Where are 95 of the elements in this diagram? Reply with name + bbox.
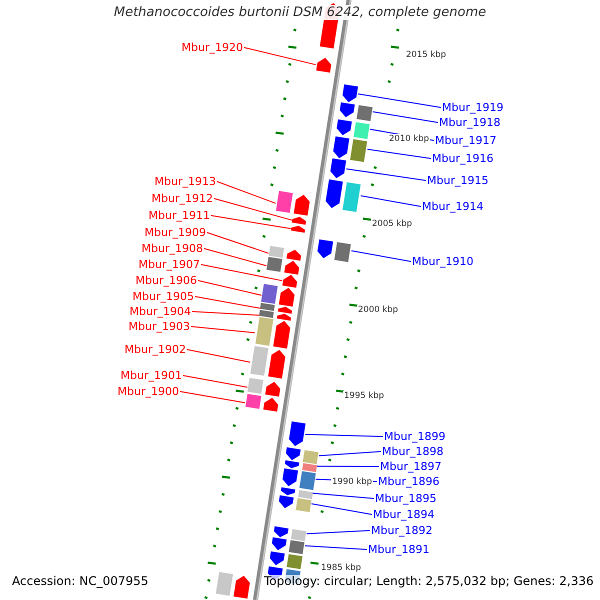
gene-label: Mbur_1903 bbox=[128, 320, 190, 333]
gene-marker bbox=[259, 310, 292, 321]
leader-line bbox=[190, 326, 256, 334]
leader-line bbox=[206, 232, 270, 254]
gene-marker bbox=[247, 378, 282, 397]
gene-label: Mbur_1916 bbox=[432, 152, 494, 165]
gene-label: Mbur_1908 bbox=[142, 242, 203, 255]
leader-line bbox=[310, 503, 372, 515]
leader-line bbox=[312, 492, 374, 499]
gene-label: Mbur_1896 bbox=[378, 475, 440, 488]
gene-label: Mbur_1909 bbox=[144, 226, 206, 239]
gene-label: Mbur_1917 bbox=[435, 134, 496, 147]
gene-marker bbox=[284, 460, 317, 472]
gene-marker bbox=[336, 119, 370, 140]
gene-marker bbox=[282, 274, 298, 288]
gene-label: Mbur_1891 bbox=[368, 543, 430, 556]
gene-marker bbox=[254, 316, 291, 349]
gene-label: Mbur_1899 bbox=[384, 430, 446, 443]
gene-label: Mbur_1918 bbox=[439, 116, 500, 129]
leader-line bbox=[210, 215, 292, 230]
leader-line bbox=[346, 168, 426, 181]
gene-marker bbox=[341, 84, 358, 104]
leader-line bbox=[214, 198, 292, 221]
leader-line bbox=[186, 349, 251, 363]
gene-marker bbox=[216, 572, 251, 599]
leader-line bbox=[318, 451, 382, 456]
leader-line bbox=[316, 466, 380, 467]
gene-label: Mbur_1914 bbox=[422, 200, 484, 213]
gene-label: Mbur_1902 bbox=[124, 343, 186, 356]
gene-marker bbox=[266, 256, 300, 275]
gene-marker bbox=[316, 239, 352, 262]
leader-line bbox=[357, 93, 442, 108]
leader-line bbox=[198, 280, 262, 296]
gene-label: Mbur_1912 bbox=[152, 192, 213, 205]
gene-marker bbox=[332, 136, 368, 162]
leader-line bbox=[200, 264, 283, 282]
gene-marker bbox=[278, 495, 312, 512]
gene-marker bbox=[273, 526, 307, 542]
leader-line bbox=[306, 530, 370, 534]
gene-marker bbox=[261, 284, 296, 307]
gene-label: Mbur_1897 bbox=[380, 460, 442, 473]
leader-line bbox=[204, 248, 267, 266]
gene-marker bbox=[260, 302, 293, 314]
leader-line bbox=[366, 148, 432, 159]
gene-marker bbox=[338, 102, 373, 122]
scale-label: 1990 kbp bbox=[331, 477, 374, 487]
leader-line bbox=[372, 111, 438, 123]
leader-line bbox=[216, 181, 276, 204]
scale-label: 2005 kbp bbox=[371, 219, 414, 229]
gene-label: Mbur_1901 bbox=[120, 369, 182, 382]
gene-marker bbox=[324, 179, 361, 212]
leader-line bbox=[360, 195, 422, 207]
gene-label: Mbur_1906 bbox=[136, 274, 197, 287]
gene-label: Mbur_1920 bbox=[182, 41, 243, 54]
gene-marker bbox=[285, 447, 319, 464]
gene-label: Mbur_1910 bbox=[412, 255, 474, 268]
gene-label: Mbur_1900 bbox=[118, 385, 179, 398]
scale-label: 2010 kbp bbox=[388, 134, 430, 144]
leader-line bbox=[304, 434, 384, 437]
leader-line bbox=[194, 296, 261, 309]
gene-marker bbox=[276, 190, 310, 216]
gene-marker bbox=[290, 224, 306, 233]
gene-label: Mbur_1907 bbox=[138, 258, 200, 271]
gene-label: Mbur_1892 bbox=[371, 524, 432, 537]
scale-label: 1985 kbp bbox=[320, 563, 362, 573]
gene-label: Mbur_1915 bbox=[427, 174, 488, 187]
gene-marker bbox=[316, 56, 332, 73]
footer-text: Topology: circular; Length: 2,575,032 bp; Genes: 2,336 bbox=[262, 575, 596, 588]
gene-marker bbox=[245, 394, 279, 412]
leader-line bbox=[182, 375, 248, 388]
diagram-title: Methanococcoides burtonii DSM 6242, complete genome bbox=[114, 5, 486, 20]
gene-marker bbox=[280, 487, 313, 500]
leader-line bbox=[244, 47, 316, 66]
gene-marker bbox=[250, 346, 286, 379]
gene-marker bbox=[281, 468, 316, 490]
leader-line bbox=[180, 391, 246, 404]
gene-label: Mbur_1895 bbox=[375, 492, 436, 505]
gene-marker bbox=[269, 551, 303, 570]
leader-line bbox=[304, 545, 368, 550]
scale-label: 2015 kbp bbox=[405, 50, 448, 60]
gene-label: Mbur_1913 bbox=[154, 175, 216, 188]
scale-label: 2000 kbp bbox=[357, 305, 400, 315]
gene-marker bbox=[271, 537, 305, 554]
footer-text: Accession: NC_007955 bbox=[10, 575, 150, 588]
gene-marker bbox=[329, 158, 346, 180]
gene-label: Mbur_1919 bbox=[442, 101, 504, 114]
gene-label: Mbur_1904 bbox=[130, 305, 191, 318]
leader-line bbox=[350, 250, 412, 262]
gene-marker bbox=[268, 246, 302, 261]
gene-label: Mbur_1911 bbox=[148, 209, 210, 222]
gene-label: Mbur_1898 bbox=[382, 445, 444, 458]
leader-line bbox=[192, 311, 260, 316]
scale-label: 1995 kbp bbox=[343, 391, 386, 401]
gene-label: Mbur_1905 bbox=[132, 290, 194, 303]
gene-label: Mbur_1894 bbox=[373, 508, 434, 521]
